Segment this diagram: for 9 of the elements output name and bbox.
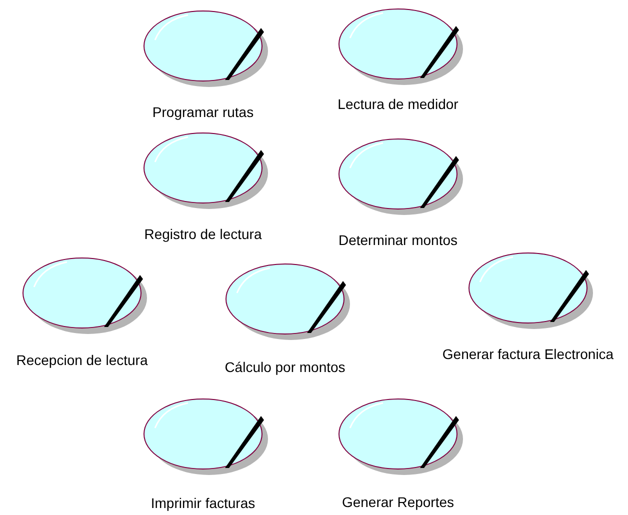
use-case-label: Programar rutas bbox=[152, 104, 254, 120]
use-case-label: Lectura de medidor bbox=[338, 96, 458, 112]
use-case-label: Generar Reportes bbox=[342, 494, 454, 510]
use-case-label: Generar factura Electronica bbox=[442, 346, 614, 362]
use-case-label: Imprimir facturas bbox=[150, 495, 256, 511]
use-case-label: Recepcion de lectura bbox=[16, 352, 148, 368]
use-case-label: Cálculo por montos bbox=[224, 359, 346, 375]
use-case-label: Registro de lectura bbox=[144, 226, 262, 242]
use-case-label: Determinar montos bbox=[338, 232, 458, 248]
